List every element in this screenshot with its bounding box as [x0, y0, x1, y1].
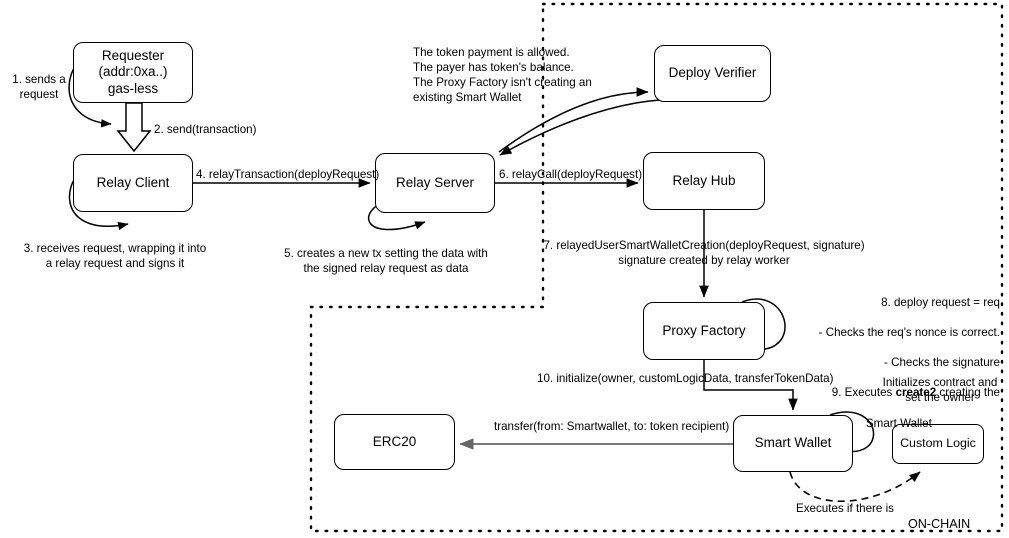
label-initializes-contract: Initializes contract and set the owner: [882, 376, 998, 405]
label-step-4: 4. relayTransaction(deployRequest): [196, 168, 380, 181]
label-step-10: 10. initialize(owner, customLogicData, t…: [537, 372, 834, 385]
label-step-7: 7. relayedUserSmartWalletCreation(deploy…: [543, 239, 865, 268]
label-step-8-9-line-3: - Checks the signature: [884, 356, 1000, 370]
label-on-chain: ON-CHAIN: [908, 517, 971, 531]
arrow-requester-to-relay-client: [116, 102, 152, 153]
node-proxy-factory[interactable]: Proxy Factory: [643, 302, 765, 360]
label-deploy-verifier-note: The token payment is allowed. The payer …: [413, 46, 592, 105]
label-step-2: 2. send(transaction): [154, 123, 257, 136]
label-executes-if-there-is: Executes if there is: [796, 502, 894, 515]
node-deploy-verifier[interactable]: Deploy Verifier: [654, 45, 771, 102]
label-step-8-9-line-2: - Checks the req's nonce is correct.: [818, 326, 1000, 340]
node-erc20-label: ERC20: [372, 433, 417, 449]
node-relay-client-label: Relay Client: [96, 174, 170, 190]
label-step-8-9: 8. deploy request = req - Checks the req…: [772, 280, 1000, 446]
node-requester-line-3: gas-less: [107, 80, 159, 96]
node-requester[interactable]: Requester (addr:0xa..) gas-less: [73, 42, 193, 103]
label-step-3: 3. receives request, wrapping it into a …: [23, 242, 207, 271]
node-requester-line-1: Requester: [101, 47, 165, 63]
node-relay-hub-label: Relay Hub: [672, 172, 736, 188]
label-step-1: 1. sends a request: [12, 73, 66, 102]
node-erc20[interactable]: ERC20: [334, 414, 455, 470]
arrow-smart-wallet-to-custom-logic: [789, 471, 921, 503]
node-relay-client[interactable]: Relay Client: [73, 154, 193, 212]
node-relay-server[interactable]: Relay Server: [375, 153, 495, 213]
label-step-8-9-line-5: Smart Wallet: [865, 416, 932, 430]
node-relay-hub[interactable]: Relay Hub: [643, 152, 765, 210]
node-requester-line-2: (addr:0xa..): [98, 64, 168, 80]
node-relay-server-label: Relay Server: [395, 174, 475, 190]
label-transfer: transfer(from: Smartwallet, to: token re…: [494, 420, 730, 433]
label-step-6: 6. relayCall(deployRequest): [499, 168, 643, 181]
label-step-5: 5. creates a new tx setting the data wit…: [284, 247, 488, 276]
label-step-8-9-line-1: 8. deploy request = req: [881, 296, 1000, 310]
arrow-deploy-verifier-to-relay-server: [499, 99, 661, 156]
node-deploy-verifier-label: Deploy Verifier: [668, 65, 757, 81]
node-proxy-factory-label: Proxy Factory: [662, 322, 746, 338]
